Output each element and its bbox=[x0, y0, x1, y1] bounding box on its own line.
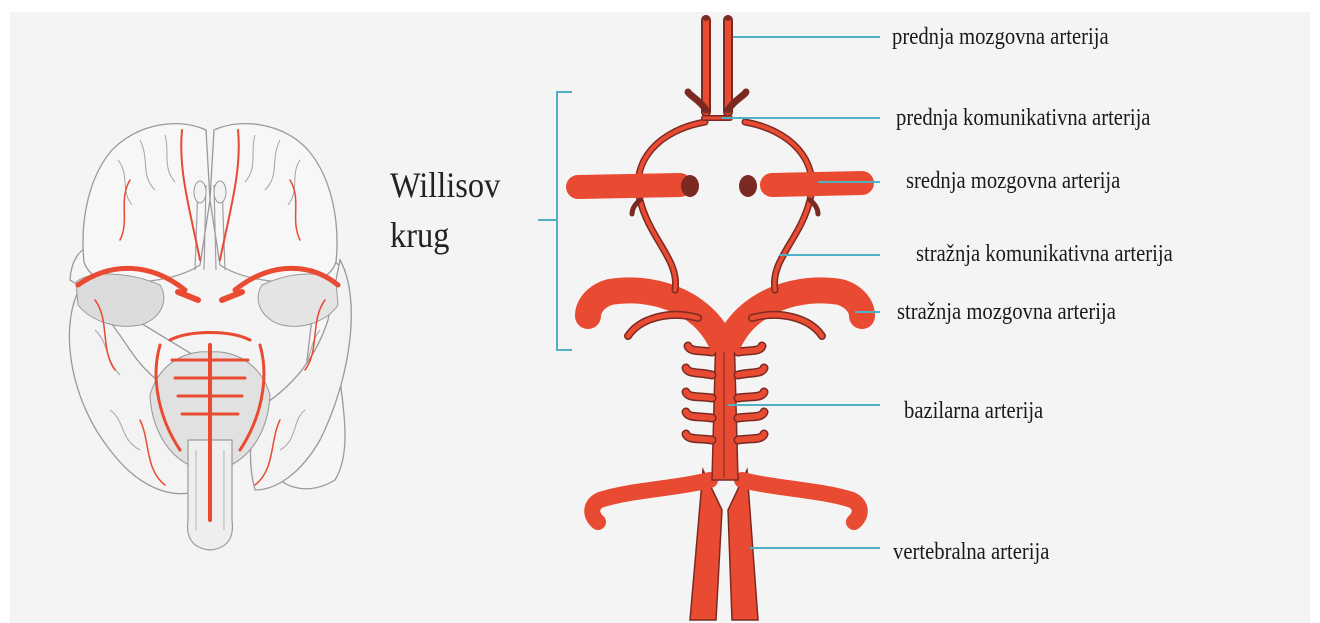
label-middle-cerebral: srednja mozgovna arterija bbox=[906, 167, 1120, 195]
label-posterior-cerebral: stražnja mozgovna arterija bbox=[897, 298, 1116, 326]
label-anterior-cerebral: prednja mozgovna arterija bbox=[892, 23, 1109, 51]
willis-label-line-1: Willisov bbox=[390, 160, 500, 210]
label-vertebral: vertebralna arterija bbox=[893, 538, 1049, 566]
willis-circle-label: Willisov krug bbox=[390, 160, 500, 260]
label-anterior-communicating: prednja komunikativna arterija bbox=[896, 104, 1150, 132]
label-posterior-communicating: stražnja komunikativna arterija bbox=[916, 240, 1173, 268]
willis-label-line-2: krug bbox=[390, 210, 500, 260]
label-basilar: bazilarna arterija bbox=[904, 397, 1043, 425]
